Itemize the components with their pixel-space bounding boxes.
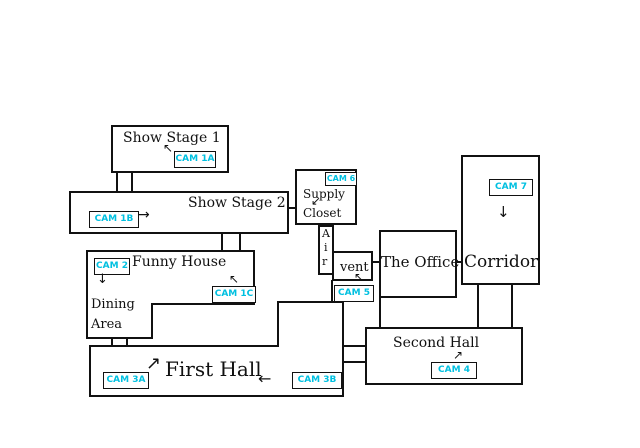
room-corridor-passage — [477, 283, 513, 329]
arrow-icon-cam-1a: ↖ — [163, 141, 174, 155]
label-show-stage-1: Show Stage 1 — [123, 130, 221, 146]
arrow-icon-cam-5: ↖ — [354, 270, 365, 284]
label-vent: vent — [340, 260, 369, 275]
camera-button-1a[interactable]: CAM 1A — [174, 151, 216, 168]
room-the-office — [379, 230, 457, 298]
label-air-i: i — [324, 241, 328, 254]
label-show-stage-2: Show Stage 2 — [188, 195, 286, 211]
label-closet: Closet — [303, 206, 342, 220]
room-air-vent-horizontal — [332, 251, 373, 281]
arrow-icon-cam-3b: ← — [258, 369, 272, 388]
camera-button-4[interactable]: CAM 4 — [431, 362, 477, 379]
label-supply: Supply — [303, 187, 345, 201]
arrow-icon-cam-1c: ↖ — [229, 272, 240, 286]
arrow-icon-cam-4: ↗ — [453, 348, 464, 362]
arrow-icon-cam-6: ↙ — [311, 194, 322, 208]
camera-button-3a[interactable]: CAM 3A — [103, 372, 149, 389]
arrow-icon-cam-3a: ↗ — [146, 353, 162, 374]
camera-button-1c[interactable]: CAM 1C — [212, 286, 256, 303]
label-the-office: The Office — [381, 253, 460, 271]
arrow-icon-cam-2: ↓ — [97, 272, 108, 287]
arrow-icon-cam-7: ↓ — [497, 203, 510, 221]
camera-button-5[interactable]: CAM 5 — [334, 285, 374, 302]
room-first-hall — [89, 301, 344, 397]
camera-button-2[interactable]: CAM 2 — [94, 258, 130, 275]
label-second-hall: Second Hall — [393, 335, 480, 351]
camera-button-7[interactable]: CAM 7 — [489, 179, 533, 196]
label-funny-house: Funny House — [132, 254, 227, 270]
label-area: Area — [91, 317, 123, 332]
label-dining: Dining — [91, 297, 135, 312]
label-air-r: r — [322, 255, 328, 268]
arrow-icon-cam-1b: → — [138, 207, 150, 223]
camera-button-6[interactable]: CAM 6 — [325, 172, 357, 186]
label-air-a: A — [322, 227, 330, 240]
label-first-hall: First Hall — [165, 357, 262, 381]
camera-button-1b[interactable]: CAM 1B — [89, 211, 139, 228]
camera-button-3b[interactable]: CAM 3B — [292, 372, 342, 389]
label-corridor: Corridor — [464, 252, 539, 272]
room-air-vent-vertical — [318, 225, 334, 275]
